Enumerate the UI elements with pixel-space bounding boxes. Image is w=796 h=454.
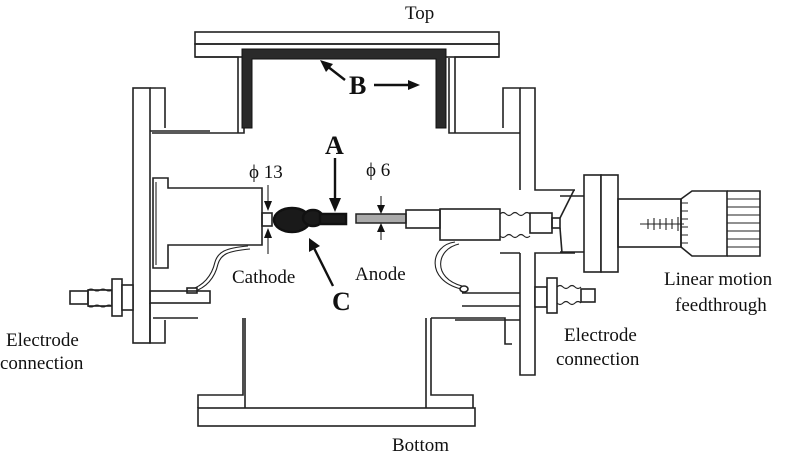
- label-feedthrough-2: feedthrough: [675, 295, 767, 316]
- label-bottom: Bottom: [392, 435, 449, 454]
- bottom-port: [153, 317, 512, 427]
- micrometer-scale: [640, 202, 688, 244]
- cathode-holder: [152, 177, 273, 269]
- right-flange: [455, 87, 575, 376]
- left-support-shelf: [149, 290, 211, 304]
- label-feedthrough-1: Linear motion: [664, 269, 773, 290]
- label-electrode-left-1: Electrode: [6, 330, 79, 351]
- deposit-layer-b: [241, 48, 447, 129]
- thimble-knurl: [727, 198, 760, 248]
- arrow-c: [309, 238, 335, 287]
- left-electrode-feedthrough: [69, 278, 134, 317]
- linear-motion-feedthrough: [560, 174, 761, 273]
- label-anode-diameter: ϕ 6: [366, 160, 390, 181]
- arrow-a: [329, 158, 341, 212]
- cathode-deposit: [272, 206, 348, 234]
- arrow-b: [320, 60, 420, 90]
- label-cathode: Cathode: [232, 267, 295, 288]
- label-electrode-right-1: Electrode: [564, 325, 637, 346]
- marker-b: B: [349, 71, 366, 100]
- anode-diameter-marker: [377, 196, 385, 240]
- left-flange: [132, 87, 210, 344]
- anode-holder: [405, 189, 575, 254]
- anode-rod: [355, 213, 407, 224]
- label-electrode-left-2: connection: [0, 353, 84, 374]
- cathode-wire: [189, 245, 249, 291]
- anode-wire: [434, 241, 462, 290]
- top-port: [152, 31, 520, 134]
- marker-a: A: [325, 131, 344, 160]
- label-electrode-right-2: connection: [556, 349, 640, 370]
- marker-c: C: [332, 287, 351, 316]
- right-electrode-feedthrough: [534, 277, 596, 314]
- label-top: Top: [405, 3, 434, 24]
- label-cathode-diameter: ϕ 13: [249, 162, 283, 183]
- label-anode: Anode: [355, 264, 406, 285]
- cathode-diameter-marker: [264, 185, 272, 254]
